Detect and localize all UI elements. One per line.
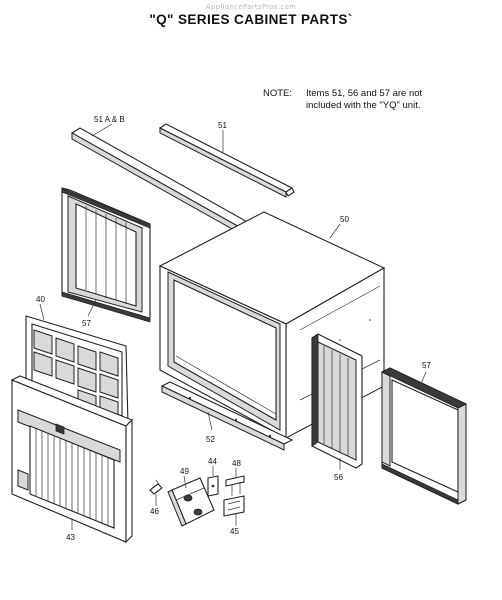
part-45-clip: [223, 495, 245, 517]
leader-57-left: [87, 299, 97, 317]
callout-40: 40: [36, 295, 45, 304]
callout-56: 56: [334, 473, 343, 482]
part-48-bracket: [225, 475, 245, 496]
callout-57-right: 57: [422, 361, 431, 370]
leader-49: [183, 475, 187, 489]
callout-49: 49: [180, 467, 189, 476]
callout-44: 44: [208, 457, 217, 466]
leader-57-right: [419, 371, 427, 387]
leader-52: [207, 411, 213, 431]
part-49-control-panel: [167, 477, 215, 527]
part-44-plate: [207, 475, 219, 497]
diagram-title: "Q" SERIES CABINET PARTS`: [149, 12, 353, 27]
callout-48: 48: [232, 459, 241, 468]
callout-43: 43: [66, 533, 75, 542]
note-line-1: Items 51, 56 and 57 are not: [306, 88, 423, 99]
leader-40: [39, 303, 45, 321]
callout-51ab: 51 A & B: [94, 115, 125, 124]
watermark: AppliancePartsPros.com: [205, 3, 297, 11]
callout-46: 46: [150, 507, 159, 516]
part-46-knob: [149, 479, 163, 495]
callout-52: 52: [206, 435, 215, 444]
leader-50: [329, 223, 341, 239]
part-43-front-grille: [10, 375, 133, 544]
callout-50: 50: [340, 215, 349, 224]
part-57-left-frame: [61, 187, 151, 323]
part-56-side-panel: [311, 333, 363, 469]
callout-45: 45: [230, 527, 239, 536]
note-label: NOTE:: [263, 88, 293, 99]
part-52-bottom-rail: [160, 381, 294, 451]
part-57-right-frame: [381, 367, 467, 505]
part-50-cabinet: [158, 211, 386, 439]
note-line-2: included with the "YQ" unit.: [306, 100, 421, 111]
callout-51: 51: [218, 121, 227, 130]
leader-51ab: [91, 123, 113, 137]
part-51-short-rail: [158, 123, 295, 198]
callout-57-left: 57: [82, 319, 91, 328]
